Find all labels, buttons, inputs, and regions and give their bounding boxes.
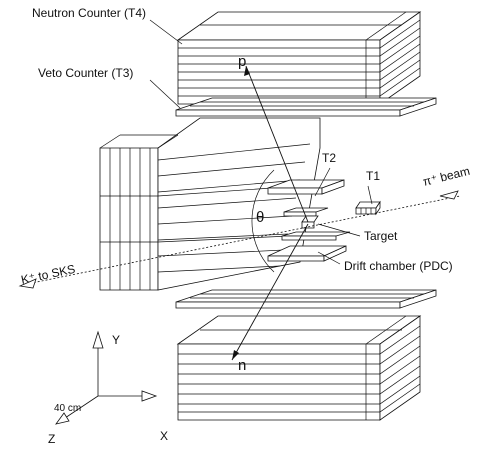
axis-y-label: Y (112, 333, 120, 347)
neutron-counter-top (176, 11, 422, 105)
t1-label: T1 (366, 169, 380, 183)
p-label: p (238, 53, 246, 70)
scale-label: 40 cm (54, 403, 81, 414)
p-arrow-icon (244, 66, 250, 76)
veto-counter-top (175, 97, 437, 117)
leader-lines (149, 19, 373, 265)
neutron-counter-bottom (176, 315, 422, 421)
y-axis-arrow-icon (92, 330, 104, 349)
n-arrow-icon (232, 350, 239, 360)
theta-arc (251, 169, 275, 273)
drift-chambers (267, 179, 351, 262)
veto-counter-bottom (175, 289, 437, 309)
k-to-sks-label: K⁺ to SKS (20, 262, 77, 287)
x-axis-arrow-icon (141, 390, 158, 402)
drift-chamber-label: Drift chamber (PDC) (344, 259, 453, 273)
t1-counter (355, 200, 381, 216)
beam-line (18, 190, 461, 289)
theta-label: θ (256, 209, 264, 226)
pi-beam-arrow-icon (439, 190, 459, 200)
n-label: n (238, 357, 246, 374)
target-label: Target (364, 229, 398, 243)
neutron-counter-label: Neutron Counter (T4) (32, 6, 146, 20)
t2-label: T2 (322, 151, 336, 165)
z-axis-arrow-icon (55, 412, 70, 425)
left-wall (99, 117, 321, 291)
axis-x-label: X (160, 429, 168, 443)
axis-z-label: Z (48, 432, 55, 446)
particle-tracks (231, 65, 309, 361)
coordinate-axes (55, 330, 158, 425)
veto-counter-label: Veto Counter (T3) (38, 66, 133, 80)
pi-beam-label: π⁺ beam (421, 164, 471, 189)
k-beam-arrow-icon (18, 278, 37, 289)
